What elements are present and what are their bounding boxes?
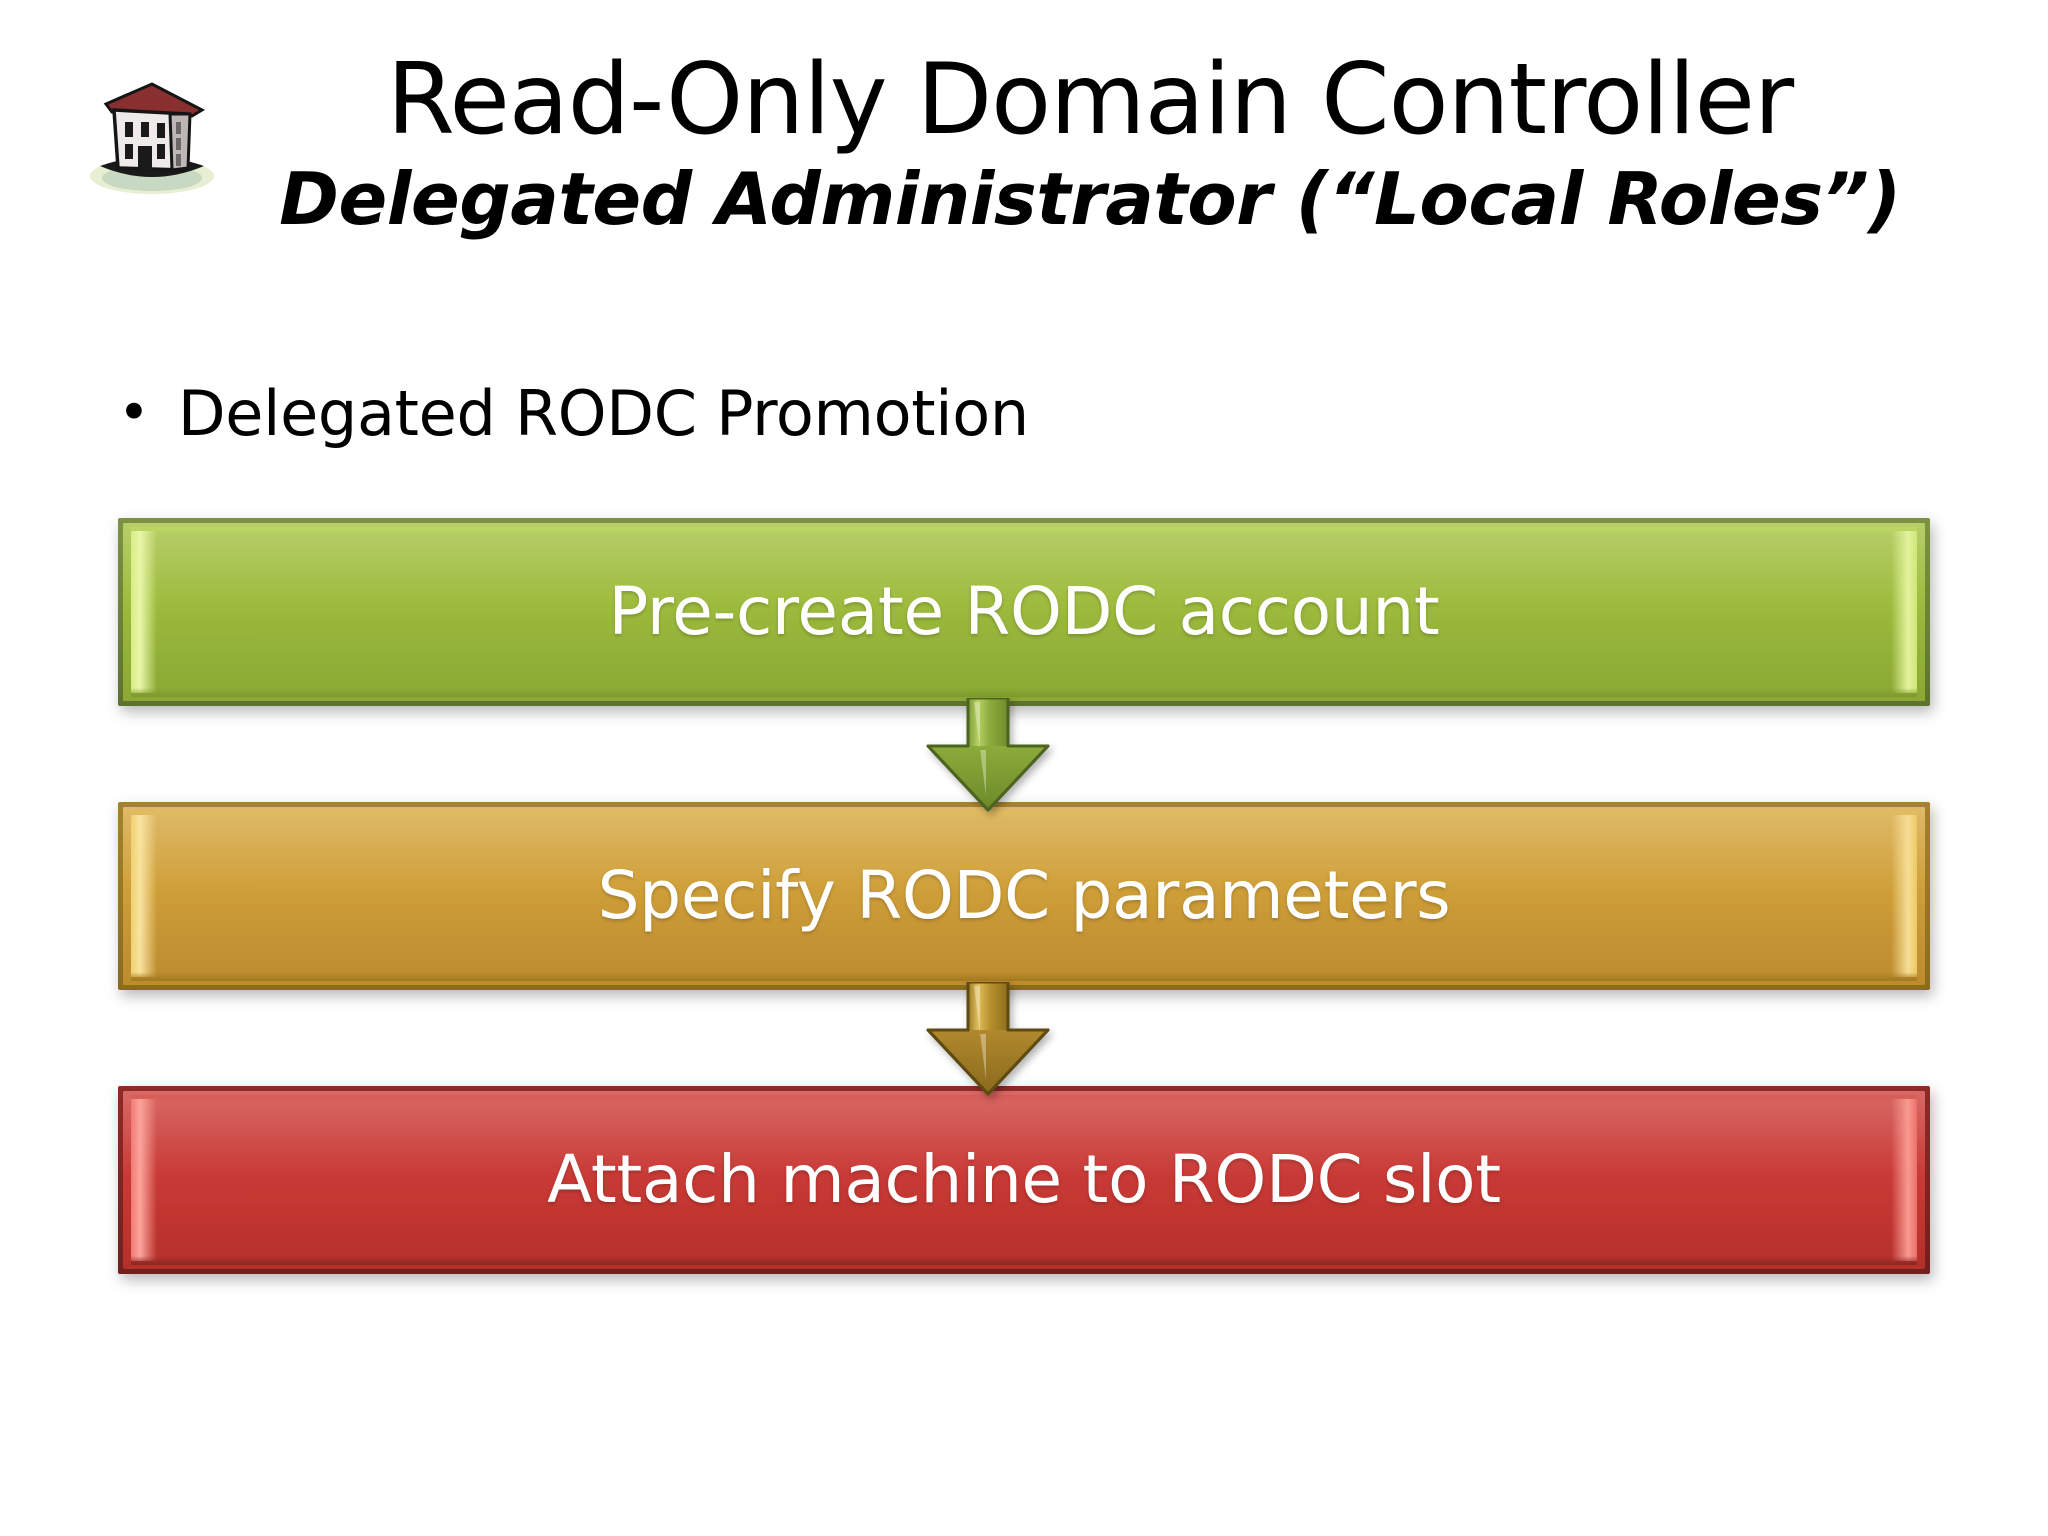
process-step-3: Attach machine to RODC slot — [118, 1086, 1930, 1274]
step-3-edge-right — [1891, 1099, 1917, 1261]
arrow-down-icon — [924, 698, 1052, 816]
title-block: Read-Only Domain Controller Delegated Ad… — [240, 43, 1940, 241]
step-3-edge-left — [131, 1099, 157, 1261]
process-step-1: Pre-create RODC account — [118, 518, 1930, 706]
page-title: Read-Only Domain Controller — [386, 43, 1794, 157]
step-2-edge-right — [1891, 815, 1917, 977]
step-2-face: Specify RODC parameters — [123, 807, 1925, 985]
process-step-2: Specify RODC parameters — [118, 802, 1930, 990]
step-3-edge-bottom — [131, 1256, 1917, 1265]
step-2-edge-left — [131, 815, 157, 977]
step-3-face: Attach machine to RODC slot — [123, 1091, 1925, 1269]
step-1-face: Pre-create RODC account — [123, 523, 1925, 701]
slide-header: Read-Only Domain Controller Delegated Ad… — [0, 43, 2048, 318]
bullet-marker-icon: • — [118, 381, 150, 444]
process-step-2-label: Specify RODC parameters — [597, 857, 1451, 934]
process-step-1-label: Pre-create RODC account — [608, 573, 1440, 650]
bullet-text: Delegated RODC Promotion — [177, 377, 1029, 450]
step-1-edge-right — [1891, 531, 1917, 693]
process-flow-diagram: Pre-create RODC account — [118, 518, 1930, 1274]
process-step-3-label: Attach machine to RODC slot — [547, 1141, 1501, 1218]
page-subtitle: Delegated Administrator (“Local Roles”) — [279, 156, 1901, 241]
step-1-edge-top — [131, 527, 1917, 536]
building-icon — [72, 70, 232, 200]
step-1-edge-bottom — [131, 688, 1917, 697]
arrow-down-icon — [924, 982, 1052, 1100]
step-2-edge-bottom — [131, 972, 1917, 981]
step-1-edge-left — [131, 531, 157, 693]
bullet-list-item: • Delegated RODC Promotion — [118, 380, 1029, 448]
